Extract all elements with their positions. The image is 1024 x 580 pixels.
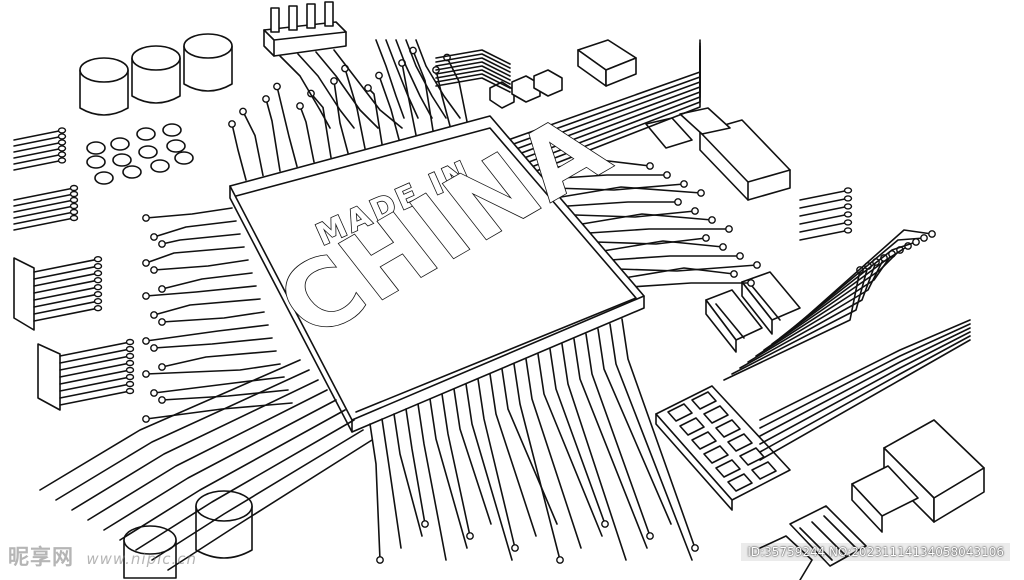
connector-bottom-right <box>759 419 985 580</box>
memory-module <box>655 385 791 511</box>
chips-right-middle <box>705 271 801 353</box>
watermark-id: ID:35759244 NO:20231114134058043106 <box>741 543 1010 561</box>
pin-header-top <box>263 1 347 57</box>
resistor-combs-left <box>13 127 853 411</box>
circuit-traces <box>39 39 971 571</box>
watermark-site: 昵享网 www.nipic.cn <box>8 541 197 571</box>
capacitors-top-left <box>79 33 233 116</box>
watermark-site-url: www.nipic.cn <box>86 550 198 568</box>
chips-top-right <box>489 39 791 201</box>
watermark-site-name: 昵享网 <box>8 545 74 569</box>
main-processor-chip: MADE IN CHINA <box>229 92 645 433</box>
solder-ring-grid <box>86 123 194 185</box>
